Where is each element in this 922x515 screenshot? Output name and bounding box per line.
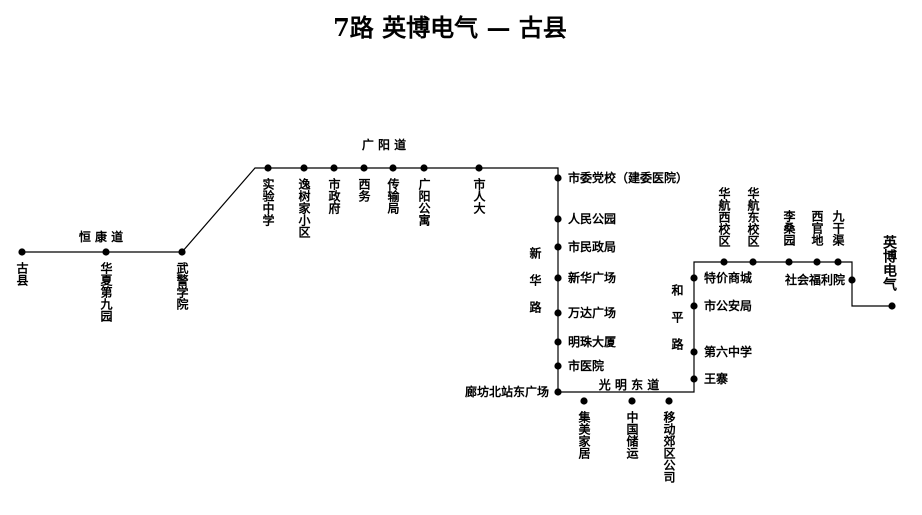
label-huaxia: 华夏第九园 [99,261,113,323]
stop-shiminzheng[interactable] [554,243,562,251]
label-shizhengfu: 市政府 [327,177,341,215]
stop-xiguandi[interactable] [813,258,821,266]
stop-shiwei[interactable] [554,174,562,182]
stop-shizhengfu[interactable] [330,164,338,172]
label-xiwu: 西务 [357,178,371,203]
label-wangzhai: 王寨 [704,371,728,386]
stop-jimei[interactable] [580,397,588,405]
label-yingbo: 英博电气 [881,234,898,292]
label-langfang: 廊坊北站东广场 [465,384,549,399]
stop-shigongan[interactable] [690,302,698,310]
stop-chuanshu[interactable] [389,164,397,172]
stop-wujing[interactable] [178,248,186,256]
stop-wanda[interactable] [554,309,562,317]
label-wanda: 万达广场 [567,305,616,320]
label-wujing: 武警学院 [175,261,189,311]
label-mingzhu: 明珠大厦 [568,334,617,349]
label-yishujia: 逸树家小区 [297,177,311,239]
stop-mingzhu[interactable] [554,338,562,346]
label-guangyang: 广阳公寓 [417,177,431,227]
label-jimei: 集美家居 [577,410,591,460]
stop-zhongguo[interactable] [628,397,636,405]
label-huahang-dong: 华航东校区 [746,186,760,248]
stop-jiuganqu[interactable] [834,258,842,266]
stop-tejia[interactable] [690,274,698,282]
stop-guxian[interactable] [18,248,26,256]
stop-shiyan[interactable] [264,164,272,172]
road-guangmingdong: 光 明 东 道 [598,377,660,392]
label-diliu: 第六中学 [704,344,752,359]
road-hengkang: 恒 康 道 [79,229,123,244]
stop-shirenda[interactable] [475,164,483,172]
label-zhongguo: 中国储运 [625,410,639,460]
label-shiminzheng: 市民政局 [568,239,616,254]
stop-huahang-dong[interactable] [749,258,757,266]
vertical-labels: 古县 华夏第九园 武警学院 实验中学 逸树家小区 市政府 西务 传输局 广阳公寓… [15,177,898,484]
route-title: 7路 英博电气 — 古县 [333,13,567,42]
stop-shehui[interactable] [848,276,856,284]
road-xinhua: 新华路 [528,246,542,328]
stop-yishujia[interactable] [300,164,308,172]
label-huahang-xi: 华航西校区 [717,186,731,248]
stop-diliu[interactable] [690,348,698,356]
stop-langfang[interactable] [554,388,562,396]
stop-yidong[interactable] [665,397,673,405]
label-shiwei: 市委党校（建委医院） [568,170,688,185]
label-yidong: 移动郊区公司 [662,410,676,484]
stop-wangzhai[interactable] [690,375,698,383]
label-renmin: 人民公园 [568,211,616,226]
stop-xinhuaguangchang[interactable] [554,274,562,282]
label-shigongan: 市公安局 [704,298,752,313]
label-xiguandi: 西官地 [810,210,824,247]
label-guxian: 古县 [15,261,29,287]
stop-lisangyuan[interactable] [785,258,793,266]
stop-xiwu[interactable] [360,164,368,172]
horizontal-labels: 市委党校（建委医院） 人民公园 市民政局 新华广场 万达广场 明珠大厦 市医院 … [465,170,845,399]
label-shiyan: 实验中学 [261,177,275,227]
stop-guangyang[interactable] [420,164,428,172]
stop-huahang-xi[interactable] [720,258,728,266]
stop-huaxia[interactable] [102,248,110,256]
label-shirenda: 市人大 [472,177,486,215]
stop-renmin[interactable] [554,215,562,223]
label-xinhuaguangchang: 新华广场 [568,270,616,285]
stop-shiyiyuan[interactable] [554,362,562,370]
route-line [22,167,892,393]
label-tejia: 特价商城 [704,270,752,285]
label-jiuganqu: 九干渠 [831,209,845,247]
label-chuanshu: 传输局 [386,177,400,215]
label-lisangyuan: 李桑园 [782,209,796,247]
label-shehui: 社会福利院 [784,272,845,287]
route-stops [18,164,896,405]
road-heping: 和平路 [670,283,684,365]
road-guangyang: 广 阳 道 [362,137,406,152]
stop-yingbo[interactable] [888,302,896,310]
label-shiyiyuan: 市医院 [568,358,604,373]
